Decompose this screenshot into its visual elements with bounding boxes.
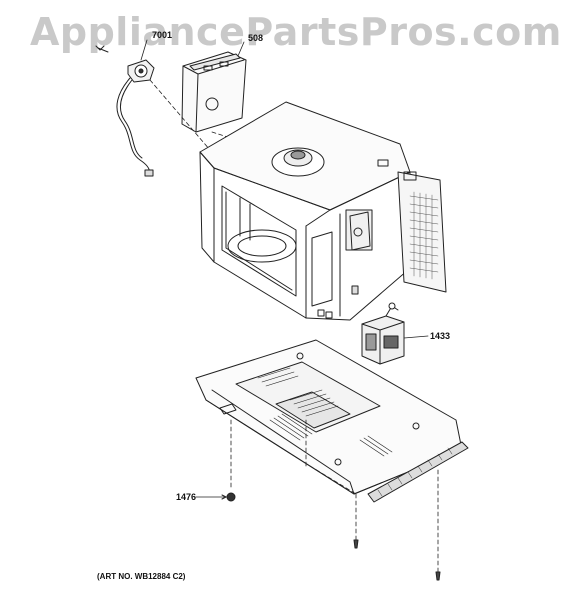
bracket-part-508: [181, 41, 247, 133]
bottom-screws: [353, 539, 441, 581]
oven-cavity-chassis: [199, 101, 447, 321]
fan-motor-part-7001: [95, 39, 155, 177]
callout-label-1433: 1433: [430, 331, 451, 341]
front-rail-strip: [367, 441, 469, 503]
watermark-text: AppliancePartsPros.com: [30, 10, 562, 54]
base-vent-slots: [257, 367, 393, 457]
assembly-guide-lines-bottom: [230, 419, 439, 573]
foot-part-1476: [195, 492, 236, 502]
art-number-caption: (ART NO. WB12884 C2): [97, 572, 186, 581]
base-plate: [195, 339, 463, 495]
component-part-1433: [361, 302, 429, 365]
vent-grille: [409, 191, 439, 280]
callout-label-508: 508: [248, 33, 264, 43]
callout-label-1476: 1476: [176, 492, 197, 502]
callout-label-7001: 7001: [152, 30, 173, 40]
